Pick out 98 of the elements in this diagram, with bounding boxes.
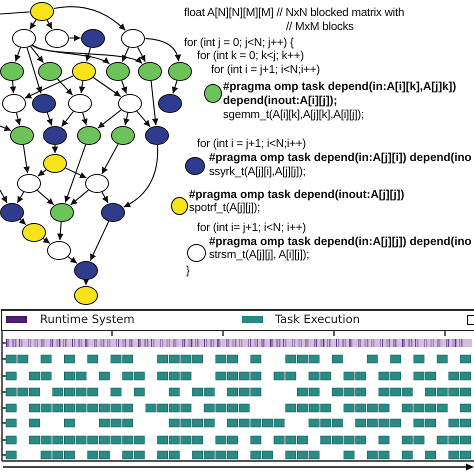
task-node xyxy=(106,62,130,80)
arrow xyxy=(57,222,64,240)
code-line: strsm_t(A[j][j], A[i][j]); xyxy=(209,248,310,262)
arrow xyxy=(137,46,146,62)
task-node xyxy=(72,62,96,80)
arrow xyxy=(123,144,158,208)
arrow xyxy=(14,112,22,126)
code-line: #pragma omp task depend(in:A[j][i]) depend(ino xyxy=(209,152,472,164)
task-node xyxy=(43,154,67,172)
task-node xyxy=(30,2,54,20)
code-line: float A[N][N][M][M] // NxN blocked matrix with xyxy=(184,6,404,20)
arrow xyxy=(150,80,158,126)
task-node xyxy=(85,174,109,192)
arrow xyxy=(32,44,110,64)
arrow xyxy=(69,34,81,42)
code-line: for (int i = j+1; i<N;i++) xyxy=(197,138,306,150)
task-node xyxy=(50,202,74,222)
arrow xyxy=(101,144,119,174)
arrow xyxy=(30,46,44,63)
task-node xyxy=(47,240,71,260)
arrow xyxy=(26,47,42,94)
code-line: sgemm_t(A[i][k],A[j][k],A[i][j]); xyxy=(223,108,364,122)
task-node xyxy=(158,94,182,112)
arrow xyxy=(122,47,130,62)
arrow xyxy=(32,44,142,64)
task-node xyxy=(0,202,24,222)
arrow xyxy=(57,78,73,96)
task-node xyxy=(43,126,67,144)
arrow xyxy=(52,144,58,154)
arrow xyxy=(121,80,128,94)
arrow xyxy=(85,48,92,62)
task-node xyxy=(2,94,26,112)
arrow xyxy=(14,47,22,62)
arrow xyxy=(102,192,108,204)
arrow xyxy=(29,19,37,30)
code-line: ssyrk_t(A[j][i],A[j][j]); xyxy=(209,166,306,178)
arrow xyxy=(123,112,130,126)
task-node xyxy=(111,126,135,144)
arrow xyxy=(90,221,110,261)
task-node xyxy=(38,62,62,80)
task-node xyxy=(74,260,98,280)
task-node xyxy=(138,62,162,80)
arrow xyxy=(82,278,90,286)
arrow xyxy=(18,218,26,225)
arrow xyxy=(46,112,53,126)
arrow xyxy=(61,111,74,127)
arrow xyxy=(92,77,122,97)
arrow xyxy=(42,236,50,244)
arrow xyxy=(54,6,126,31)
arrow xyxy=(22,144,30,174)
task-node xyxy=(45,28,69,48)
arrow xyxy=(78,80,86,94)
task-node xyxy=(81,28,105,48)
legend-label: Runtime System xyxy=(40,312,135,326)
arrow xyxy=(38,169,46,177)
task-node xyxy=(145,126,169,144)
code-line: #pragma omp task depend(in:A[j][j]) depend(ino xyxy=(209,236,472,248)
arrow xyxy=(172,80,178,94)
arrow xyxy=(81,112,88,126)
code-line: spotrf_t(A[j][j]); xyxy=(189,202,260,214)
arrow xyxy=(98,109,122,129)
code-line: for (int i= j+1; i<N; i++) xyxy=(197,222,306,234)
arrow xyxy=(145,38,181,62)
arrow xyxy=(36,190,54,206)
task-node xyxy=(168,62,192,80)
task-node xyxy=(22,222,46,242)
arrow xyxy=(10,80,16,94)
task-node xyxy=(77,126,101,144)
arrow xyxy=(0,125,12,132)
arrow xyxy=(0,190,8,204)
task-node xyxy=(74,286,98,304)
arrow xyxy=(70,190,89,206)
arrow xyxy=(24,75,74,99)
task-node xyxy=(12,28,36,48)
code-line: #pragma omp task depend(in:A[i][k],A[j]k]) xyxy=(223,80,456,94)
code-line: for (int j = 0; j<N; j++) { xyxy=(184,36,294,50)
connector-line xyxy=(0,11,30,15)
arrow xyxy=(68,256,78,264)
code-line: for (int k = 0; k<j; k++) xyxy=(197,50,304,62)
legend-label: Task Execution xyxy=(275,312,360,326)
task-node xyxy=(101,202,125,222)
task-node xyxy=(17,174,41,192)
code-line: for (int i = j+1; i<N;i++) xyxy=(211,64,320,76)
arrow xyxy=(46,20,52,30)
task-node xyxy=(121,28,145,48)
arrow xyxy=(65,168,87,178)
task-node xyxy=(118,94,142,112)
code-line: depend(inout:A[i][j]); xyxy=(223,94,338,108)
arrow xyxy=(64,144,86,203)
code-line: // MxM blocks xyxy=(286,20,354,34)
arrow xyxy=(136,110,151,128)
task-node xyxy=(68,94,92,112)
arrow xyxy=(16,192,24,204)
code-line: #pragma omp task depend(inout:A[j][j]) xyxy=(189,188,404,202)
task-node xyxy=(0,62,24,80)
task-node xyxy=(10,126,34,144)
task-node xyxy=(32,94,56,112)
code-line: } xyxy=(186,264,190,278)
